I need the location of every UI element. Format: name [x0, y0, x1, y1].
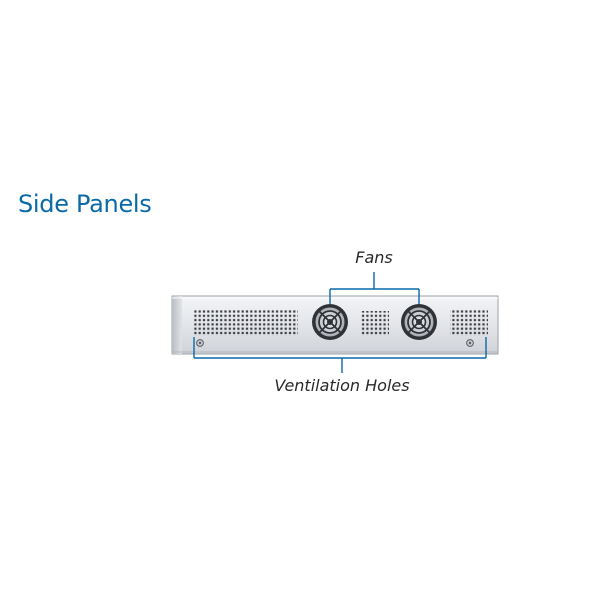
ventilation-holes-label: Ventilation Holes [274, 376, 410, 395]
vent-grille-center [361, 311, 389, 336]
fan-left-icon [312, 304, 348, 340]
vent-grille-right [450, 310, 488, 336]
fans-callout-bracket [329, 272, 420, 304]
section-title: Side Panels [18, 190, 152, 218]
vent-grille-left [194, 310, 298, 336]
ventilation-callout-bracket [193, 337, 487, 373]
fan-right-icon [401, 304, 437, 340]
screw-left-icon [196, 339, 204, 347]
fans-label: Fans [355, 248, 393, 267]
screw-right-icon [466, 339, 474, 347]
